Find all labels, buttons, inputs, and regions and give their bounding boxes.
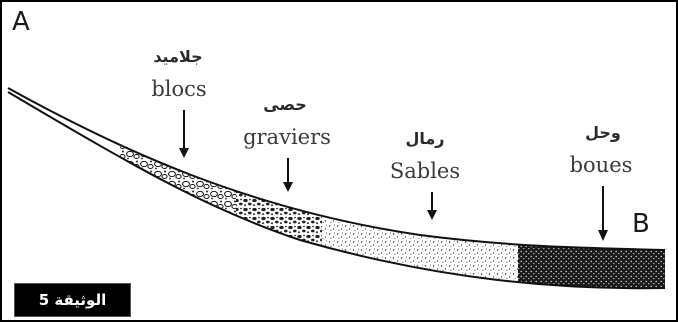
label-sables-french: Sables [390, 159, 460, 183]
label-b: B [632, 209, 650, 239]
arrowhead-graviers [283, 182, 293, 192]
arrowhead-sables [427, 210, 437, 220]
document-badge: الوثيقة 5 [14, 283, 131, 317]
zone-boues [518, 60, 678, 300]
label-sables-arabic: رمال [405, 129, 444, 148]
label-graviers-arabic: حصى [263, 95, 306, 114]
label-a: A [12, 7, 30, 37]
label-blocs-arabic: جلاميد [153, 47, 202, 66]
document-label: الوثيقة 5 [39, 291, 107, 309]
label-boues-arabic: وحل [585, 123, 621, 142]
arrowhead-boues [598, 230, 608, 241]
arrowhead-blocs [179, 148, 189, 158]
label-blocs-french: blocs [151, 77, 206, 101]
label-boues-french: boues [570, 153, 633, 177]
label-graviers-french: graviers [243, 125, 331, 149]
